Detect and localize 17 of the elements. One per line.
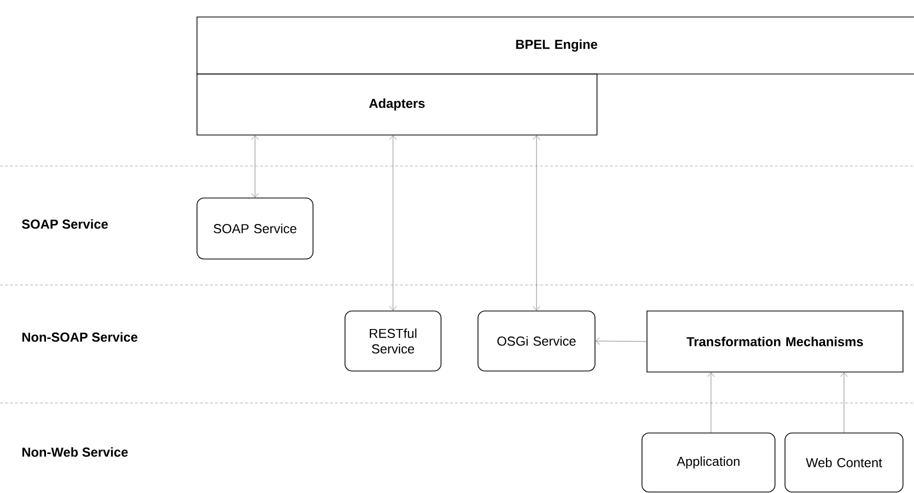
service-box: OSGi Service (478, 310, 596, 372)
service-box: SOAP Service (196, 198, 314, 260)
layer-label: Non-SOAP Service (22, 332, 138, 342)
service-box: RESTful Service (344, 310, 442, 372)
layer-label: SOAP Service (22, 219, 108, 229)
arrow (532, 136, 540, 310)
arrow (707, 372, 715, 433)
arrow (596, 337, 647, 345)
component-box: Adapters (196, 74, 598, 136)
service-box: Web Content (784, 432, 904, 492)
arrow (840, 372, 848, 433)
service-box: Application (642, 432, 776, 492)
component-box: BPEL Engine (196, 16, 914, 74)
layer-label: Non-Web Service (22, 447, 128, 457)
arrow (251, 136, 259, 198)
component-box: Transformation Mechanisms (646, 310, 904, 372)
arrow (389, 136, 397, 310)
